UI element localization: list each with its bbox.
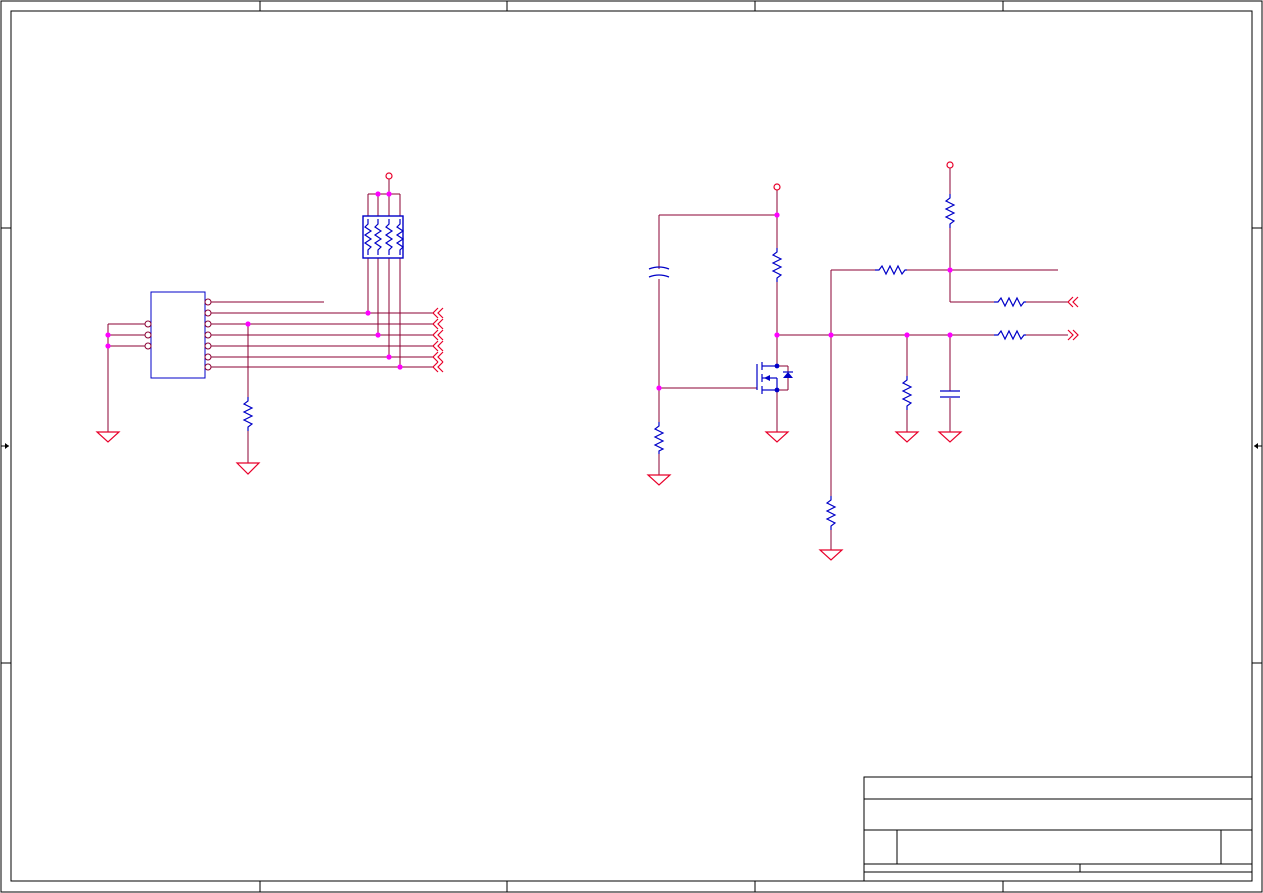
offpage-connector-out-icon bbox=[437, 351, 444, 363]
junction-dot bbox=[375, 191, 381, 197]
vcc-power-icon bbox=[946, 161, 954, 169]
ground-icon bbox=[235, 462, 261, 475]
ground-icon bbox=[646, 474, 672, 486]
connector-left-pins bbox=[144, 320, 152, 350]
left-junctions bbox=[105, 191, 403, 370]
offpage-connectors-right bbox=[1067, 296, 1079, 341]
offpage-connector-out-icon bbox=[1067, 329, 1074, 341]
resistor-icon bbox=[825, 496, 837, 530]
resistor-icon bbox=[373, 219, 383, 255]
resistor-network-body bbox=[362, 215, 404, 259]
connector-pin bbox=[204, 342, 212, 350]
offpage-connector-out-icon bbox=[432, 351, 439, 363]
junction-dot bbox=[947, 332, 953, 338]
title-block bbox=[863, 776, 1253, 882]
title-block-frame bbox=[863, 776, 1253, 882]
junction-dot bbox=[365, 310, 371, 316]
connector-pin bbox=[204, 331, 212, 339]
connector-pin bbox=[204, 309, 212, 317]
resistor-icon bbox=[944, 194, 956, 228]
connector-pin bbox=[204, 298, 212, 306]
mosfet-arrow-icon bbox=[764, 375, 770, 381]
junction-dot bbox=[245, 321, 251, 327]
vcc-power-icon bbox=[773, 183, 781, 191]
junction-dot bbox=[105, 332, 111, 338]
right-grounds bbox=[646, 431, 963, 561]
offpage-connector-in-icon bbox=[1067, 296, 1074, 308]
right-circuit bbox=[646, 161, 1079, 561]
resistor-icon bbox=[875, 264, 907, 276]
inner-border bbox=[10, 10, 1253, 882]
ground-icon bbox=[764, 431, 790, 443]
resistor-icon bbox=[363, 219, 373, 255]
resistor-icon bbox=[994, 296, 1026, 308]
junction-dot bbox=[105, 343, 111, 349]
offpage-connector-out-icon bbox=[437, 329, 444, 341]
connector-body bbox=[150, 291, 206, 379]
left-wires bbox=[107, 179, 434, 463]
offpage-connectors-left bbox=[432, 307, 444, 373]
ground-icon bbox=[818, 549, 844, 561]
resistor-icon bbox=[771, 248, 783, 282]
offpage-connector-out-icon bbox=[437, 340, 444, 352]
offpage-connector-out-icon bbox=[432, 329, 439, 341]
resistor-icon bbox=[994, 329, 1026, 341]
offpage-connector-out-icon bbox=[437, 318, 444, 330]
resistor-icon bbox=[653, 422, 665, 454]
offpage-connector-out-icon bbox=[432, 307, 439, 319]
connector-right-pins bbox=[204, 298, 212, 371]
right-wires bbox=[658, 168, 1068, 550]
ground-icon bbox=[937, 431, 963, 443]
center-arrow-right-icon bbox=[1254, 443, 1258, 449]
offpage-connector-out-icon bbox=[437, 307, 444, 319]
junction-dot bbox=[774, 363, 780, 369]
connector-pin bbox=[144, 331, 152, 339]
offpage-connector-in-icon bbox=[1072, 296, 1079, 308]
vcc-power-icon bbox=[385, 172, 393, 180]
offpage-connector-out-icon bbox=[1072, 329, 1079, 341]
offpage-connector-out-icon bbox=[432, 318, 439, 330]
junction-dot bbox=[386, 354, 392, 360]
offpage-connector-out-icon bbox=[437, 361, 444, 373]
junction-dot bbox=[828, 332, 834, 338]
junction-dot bbox=[947, 267, 953, 273]
n-channel-mosfet-icon bbox=[756, 362, 793, 394]
capacitor-icon bbox=[648, 266, 670, 270]
junction-dot bbox=[397, 364, 403, 370]
ground-icon bbox=[95, 431, 121, 443]
junction-dot bbox=[656, 385, 662, 391]
capacitor-icon bbox=[648, 274, 670, 278]
resistor-icon bbox=[901, 376, 913, 410]
mosfet-junctions bbox=[774, 363, 780, 393]
connector-pin bbox=[204, 353, 212, 361]
connector-pin bbox=[204, 363, 212, 371]
resistor-network-elements bbox=[363, 219, 405, 255]
center-arrow-left-icon bbox=[5, 443, 9, 449]
junction-dot bbox=[904, 332, 910, 338]
junction-dot bbox=[774, 212, 780, 218]
junction-dot bbox=[375, 332, 381, 338]
right-capacitors bbox=[648, 266, 960, 398]
junction-dot bbox=[774, 332, 780, 338]
mosfet-diode-icon bbox=[783, 372, 793, 378]
connector-pin bbox=[144, 320, 152, 328]
resistor-icon bbox=[242, 397, 254, 431]
left-circuit bbox=[95, 172, 444, 475]
resistor-icon bbox=[395, 219, 405, 255]
connector-pin bbox=[204, 320, 212, 328]
resistor-icon bbox=[384, 219, 394, 255]
junction-dot bbox=[386, 191, 392, 197]
connector-pin bbox=[144, 342, 152, 350]
right-resistors bbox=[653, 194, 1026, 530]
ground-icon bbox=[894, 431, 920, 443]
junction-dot bbox=[774, 387, 780, 393]
offpage-connector-out-icon bbox=[432, 340, 439, 352]
offpage-connector-out-icon bbox=[432, 361, 439, 373]
right-junctions bbox=[656, 212, 953, 391]
